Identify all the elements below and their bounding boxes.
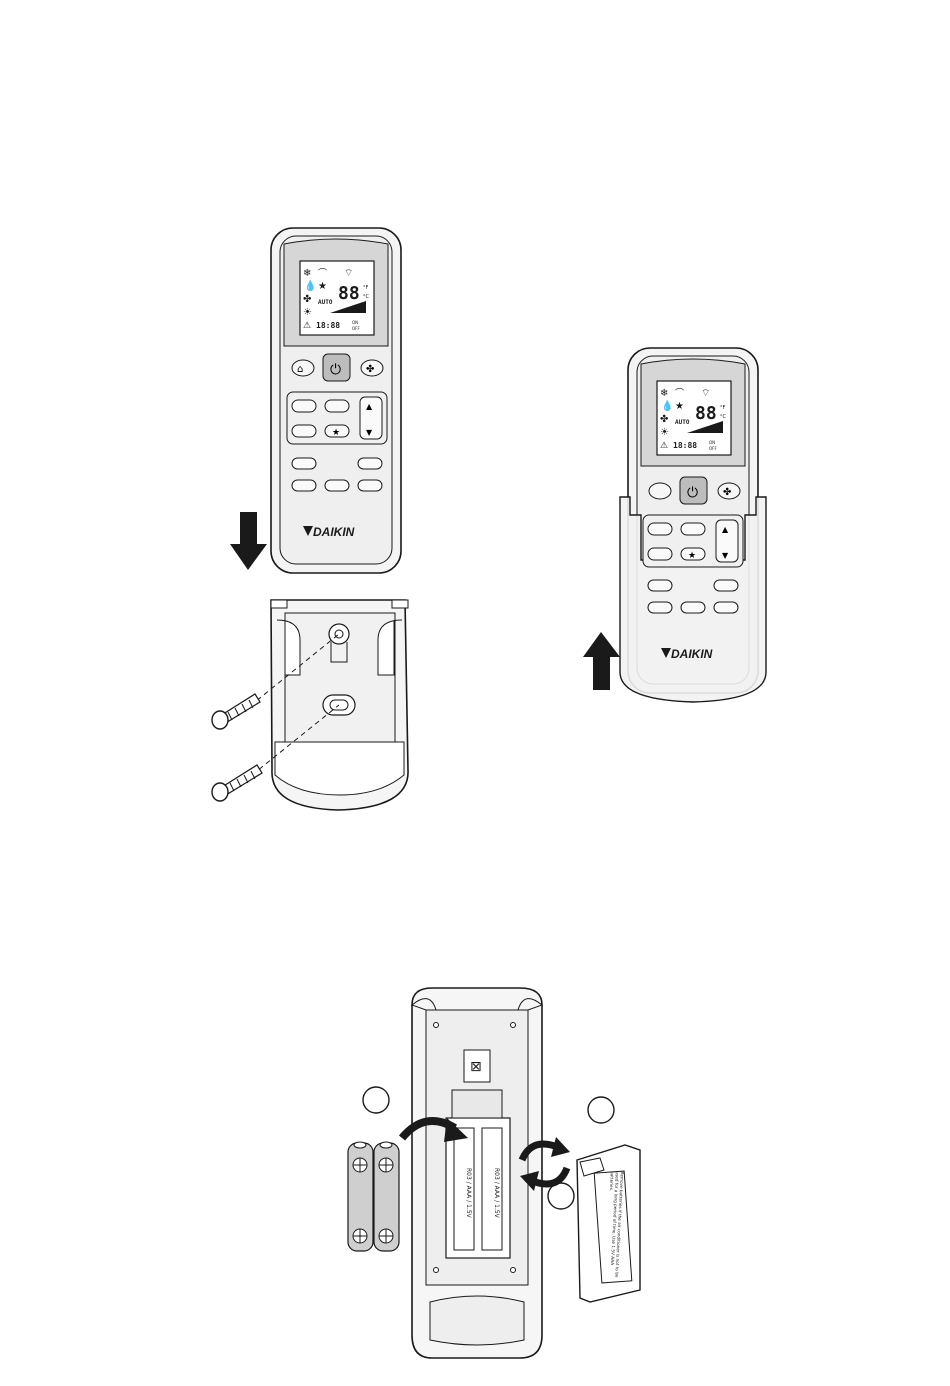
button-b2[interactable]	[358, 458, 382, 469]
battery-slot-label-2: R03 / AAA / 1.5V	[493, 1168, 500, 1219]
sun-icon: ☀	[303, 307, 312, 318]
step-circle-2	[588, 1097, 614, 1123]
mode-icon: ⌂	[297, 364, 303, 375]
button-2a2[interactable]	[681, 523, 705, 535]
battery-slot-label-1: R03 / AAA / 1.5V	[465, 1168, 472, 1219]
button-a2[interactable]	[325, 400, 349, 412]
lcd-deg-f-2: °F	[720, 405, 726, 411]
lcd-timer: 18:88	[316, 321, 340, 330]
star-icon: ★	[318, 281, 327, 292]
lcd-mode-2: AUTO	[675, 419, 690, 426]
up-arrow-icon: ▲	[366, 402, 373, 411]
lcd-timer-on-2: ON	[709, 440, 715, 445]
lcd-timer-off-2: OFF	[709, 446, 717, 451]
crossed-bin-icon: ⊠	[470, 1059, 482, 1075]
button-2b1[interactable]	[648, 580, 672, 591]
button-c1[interactable]	[292, 480, 316, 491]
lcd-timer-off: OFF	[352, 326, 360, 331]
swing-icon: ⌒	[318, 268, 327, 279]
svg-text:⚠: ⚠	[660, 441, 668, 451]
step-circle-1	[363, 1087, 389, 1113]
remote-left: ❄ 💧 ✤ ☀ ⚠ ⌒ ★ ⌔ 88 °F °C AUTO 18:88 ON O…	[271, 228, 401, 573]
star-button-icon-2: ★	[688, 551, 696, 561]
power-icon-2: ⏻	[687, 485, 698, 501]
button-2b2[interactable]	[714, 580, 738, 591]
lcd-deg-f: °F	[363, 285, 369, 291]
button-2a1[interactable]	[648, 523, 672, 535]
down-arrow-icon-2: ▼	[722, 551, 729, 560]
snowflake-icon: ❄	[303, 268, 311, 279]
warning-icon: ⚠	[303, 321, 311, 331]
star-button-icon: ★	[332, 428, 340, 438]
button-c2[interactable]	[325, 480, 349, 491]
lcd-mode: AUTO	[318, 299, 333, 306]
svg-text:★: ★	[675, 401, 684, 412]
button-2c3[interactable]	[714, 602, 738, 613]
button-2c2[interactable]	[681, 602, 705, 613]
svg-text:💧: 💧	[661, 399, 673, 412]
batteries	[348, 1142, 399, 1251]
svg-text:☀: ☀	[660, 427, 669, 438]
button-2a3[interactable]	[648, 548, 672, 560]
up-arrow-icon-2: ▲	[722, 525, 729, 534]
lcd-timer-2: 18:88	[673, 441, 697, 450]
lcd-deg-c: °C	[363, 294, 370, 300]
fan-icon: ✤	[303, 294, 311, 305]
button-2c1[interactable]	[648, 602, 672, 613]
lcd-timer-on: ON	[352, 320, 358, 325]
down-arrow-icon: ▼	[366, 428, 373, 437]
down-arrow	[230, 512, 267, 570]
lcd-temp: 88	[338, 283, 360, 304]
fan-button-icon: ✤	[366, 364, 374, 375]
svg-text:⌒: ⌒	[675, 388, 684, 399]
button-c3[interactable]	[358, 480, 382, 491]
mode-button-2[interactable]	[649, 483, 671, 499]
wall-holder	[271, 600, 408, 810]
svg-text:⌔: ⌔	[701, 388, 710, 399]
brand-label-2: DAIKIN	[671, 647, 713, 661]
button-a1[interactable]	[292, 400, 316, 412]
fan-button-icon-2: ✤	[723, 487, 731, 498]
lcd-temp-2: 88	[695, 403, 717, 424]
remote-back: ⊠ R03 / AAA / 1.5V R03 / AAA / 1.5V	[412, 988, 542, 1358]
lcd-deg-c-2: °C	[720, 414, 727, 420]
drop-icon: 💧	[304, 279, 316, 292]
up-arrow	[583, 632, 620, 690]
battery-cover: Remove batteries if the air conditioner …	[577, 1145, 640, 1302]
power-icon: ⏻	[330, 362, 341, 378]
svg-text:❄: ❄	[660, 388, 668, 399]
button-b1[interactable]	[292, 458, 316, 469]
wifi-icon: ⌔	[344, 268, 353, 279]
brand-label: DAIKIN	[313, 525, 355, 539]
button-a3[interactable]	[292, 425, 316, 437]
svg-text:✤: ✤	[660, 414, 668, 425]
